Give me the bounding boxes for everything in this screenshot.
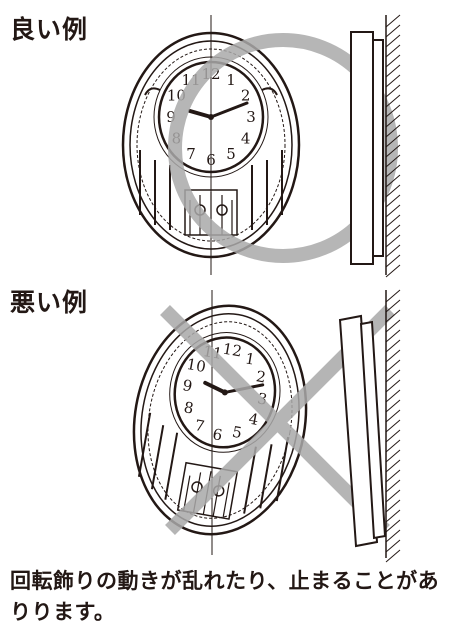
hatch-line [385, 439, 401, 453]
hatch-line [385, 114, 401, 128]
clock-numeral: 2 [241, 87, 251, 105]
hatch-line [385, 309, 401, 323]
hatch-line [385, 399, 401, 413]
hatch-line [385, 469, 401, 483]
hatch-line [385, 449, 401, 463]
clock-numeral: 10 [185, 355, 207, 376]
hatch-line [385, 214, 401, 228]
clock-numeral: 1 [226, 71, 236, 89]
hatch-line [385, 44, 401, 58]
hatch-line [385, 409, 401, 423]
hatch-line [385, 349, 401, 363]
hatch-line [385, 419, 401, 433]
hatch-line [385, 204, 401, 218]
clock-numeral: 12 [221, 340, 243, 361]
hatch-line [385, 144, 401, 158]
hatch-line [385, 499, 401, 513]
hatch-line [385, 489, 401, 503]
hatch-line [385, 459, 401, 473]
clock-side-icon [350, 31, 384, 265]
circle-ok-mark [168, 33, 398, 263]
hatch-line [385, 299, 401, 313]
hatch-line [385, 84, 401, 98]
caption-text: 回転飾りの動きが乱れたり、止まることがありります。 [10, 569, 440, 624]
clock-numeral: 9 [181, 376, 194, 395]
clock-numeral: 7 [186, 145, 196, 163]
hatch-line [385, 389, 401, 403]
hatch-line [385, 329, 401, 343]
hatch-line [385, 184, 401, 198]
hatch-line [385, 64, 401, 78]
clock-numeral: 5 [231, 423, 244, 442]
hatch-line [385, 194, 401, 208]
hatch-line [385, 339, 401, 353]
wall-hatch-icon [385, 14, 401, 278]
hatch-line [385, 164, 401, 178]
hatch-line [385, 244, 401, 258]
hatch-line [385, 94, 401, 108]
hatch-line [385, 264, 401, 278]
clock-numeral: 7 [193, 416, 206, 435]
hatch-line [385, 104, 401, 118]
hatch-line [385, 549, 401, 563]
bad-example-heading: 悪い例 [10, 288, 89, 317]
hatch-line [385, 379, 401, 393]
hatch-line [385, 509, 401, 523]
hatch-line [385, 34, 401, 48]
clock-numeral: 4 [241, 130, 251, 148]
wall-hatch-icon [385, 289, 401, 563]
hatch-line [385, 539, 401, 553]
clock-numeral: 3 [246, 108, 256, 126]
clock-numeral: 4 [247, 410, 260, 429]
hatch-line [385, 154, 401, 168]
clock-side-icon [338, 314, 387, 548]
clock-numeral: 9 [166, 108, 176, 126]
hatch-line [385, 254, 401, 268]
hatch-line [385, 479, 401, 493]
hatch-line [385, 134, 401, 148]
good-example-heading: 良い例 [10, 15, 89, 44]
hatch-line [385, 14, 401, 28]
clock-numeral: 1 [244, 349, 257, 368]
hatch-line [385, 74, 401, 88]
hatch-line [385, 234, 401, 248]
clock-numeral: 6 [211, 425, 224, 444]
hatch-line [385, 174, 401, 188]
hatch-line [385, 24, 401, 38]
hatch-line [385, 519, 401, 533]
hatch-line [385, 224, 401, 238]
hatch-line [385, 429, 401, 443]
hatch-line [385, 359, 401, 373]
hatch-line [385, 289, 401, 303]
clock-numeral: 5 [226, 145, 236, 163]
hatch-line [385, 369, 401, 383]
hatch-line [385, 54, 401, 68]
hatch-line [385, 319, 401, 333]
clock-numeral: 2 [255, 367, 268, 386]
clock-numeral: 8 [182, 398, 195, 417]
hatch-line [385, 529, 401, 543]
hatch-line [385, 124, 401, 138]
